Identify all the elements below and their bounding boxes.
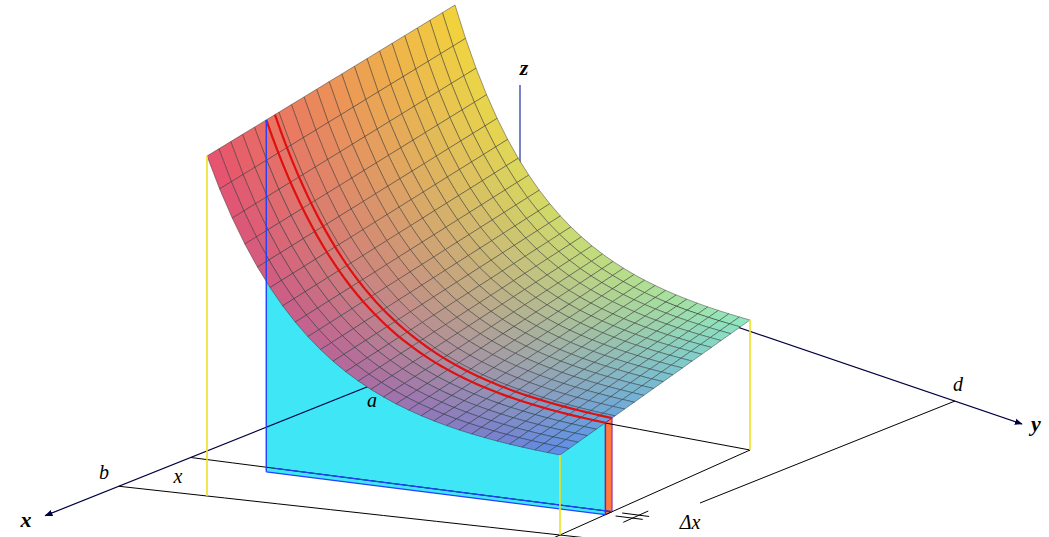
axis-label: z [520,55,529,80]
slice-curve [275,115,612,418]
y-axis [617,286,1022,424]
slice-curve [266,120,605,423]
surface-patch [207,149,231,189]
overlays [207,115,750,535]
bound-label: b [99,461,109,483]
corner-line [749,320,751,450]
dimension-tick [616,516,643,519]
axis-label: x [21,507,32,533]
surface-patch [547,446,569,455]
slice-edge [266,120,267,472]
corner-line [206,156,208,496]
slice-label: x [174,465,183,488]
slice-label: x [174,465,183,487]
floor-line [191,457,612,511]
axes-back [381,85,1022,424]
surface-rear [266,5,750,423]
dimension-tick [622,513,649,516]
axis-label: y [1031,411,1041,437]
floor-line [381,381,750,450]
slab-end-face [605,418,612,515]
x-axis [381,286,617,381]
width-label: Δx [680,511,701,533]
dimension-line [623,511,648,522]
axis-label: y [1031,411,1041,436]
floor-line [119,486,649,537]
axis-label: x [21,507,32,532]
bound-label: a [367,389,377,411]
bound-label: d [953,373,963,396]
corner-line [559,455,561,535]
floor-line [532,450,751,537]
slice-edge [605,423,606,515]
slice-face [266,120,605,515]
x-axis [45,381,381,515]
slice-edge [275,468,612,511]
width-label: Δx [680,511,701,534]
floor-lines [45,381,955,537]
surface-patch [220,182,244,218]
slice-edge [266,472,605,515]
bound-label: b [99,461,109,484]
bound-label: d [953,373,963,395]
axis-label: z [520,55,529,81]
bound-label: a [367,389,377,412]
floor-line [700,401,955,503]
